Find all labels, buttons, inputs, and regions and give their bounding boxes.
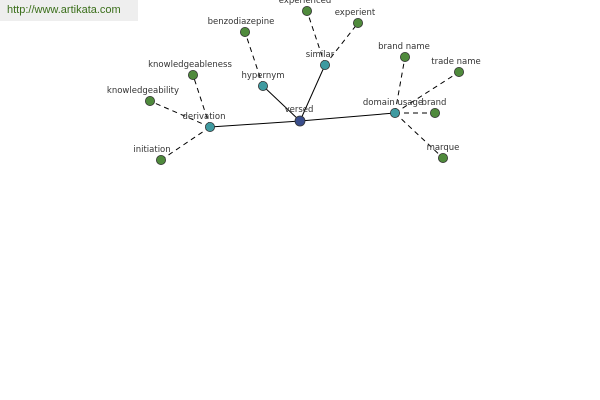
node-experient[interactable]: experient [335, 8, 376, 28]
edge-versed-to-derivation [209, 120, 301, 128]
node-knowledgeability-dot[interactable] [144, 96, 155, 107]
node-marque[interactable]: marque [427, 143, 460, 163]
node-brand-name-dot[interactable] [399, 52, 410, 63]
edge-domain-usage-to-brand-name [394, 56, 406, 114]
node-versed-dot[interactable] [294, 115, 306, 127]
node-experient-dot[interactable] [352, 17, 363, 28]
edge-derivation-to-knowledgeability [149, 100, 211, 128]
node-initiation[interactable]: initiation [133, 145, 171, 165]
node-experient-label: experient [335, 8, 376, 18]
edges-layer [149, 10, 460, 161]
node-initiation-dot[interactable] [155, 154, 166, 165]
nodes-layer: versed hypernym similar derivation domain us… [107, 0, 481, 165]
node-versed-label: versed [285, 105, 314, 115]
node-hypernym[interactable]: hypernym [241, 71, 285, 92]
node-similar-dot[interactable] [319, 60, 330, 71]
node-experienced-dot[interactable] [301, 6, 312, 16]
edge-derivation-to-initiation [160, 126, 211, 161]
edge-versed-to-similar [299, 64, 326, 122]
node-trade-name[interactable]: trade name [431, 57, 481, 78]
node-domain-usage-dot[interactable] [389, 108, 400, 119]
node-knowledgeableness-dot[interactable] [187, 70, 198, 81]
node-marque-dot[interactable] [437, 152, 448, 163]
node-knowledgeableness[interactable]: knowledgeableness [148, 60, 232, 81]
node-derivation[interactable]: derivation [182, 112, 226, 133]
node-benzodiazepine-label: benzodiazepine [208, 17, 275, 27]
edge-similar-to-experienced [306, 10, 326, 66]
edge-derivation-to-knowledgeableness [192, 74, 211, 128]
node-knowledgeableness-label: knowledgeableness [148, 60, 232, 70]
node-brand-label: brand [422, 98, 447, 108]
node-derivation-label: derivation [182, 112, 225, 122]
node-similar[interactable]: similar [306, 50, 335, 71]
node-derivation-dot[interactable] [204, 122, 215, 133]
node-similar-label: similar [306, 50, 335, 60]
node-initiation-label: initiation [133, 145, 170, 155]
node-brand-name[interactable]: brand name [378, 42, 430, 63]
node-knowledgeability-label: knowledgeability [107, 86, 179, 96]
node-brand[interactable]: brand [422, 98, 447, 119]
node-knowledgeability[interactable]: knowledgeability [107, 86, 179, 107]
node-trade-name-dot[interactable] [453, 67, 464, 78]
edge-domain-usage-to-marque [394, 112, 444, 159]
node-benzodiazepine[interactable]: benzodiazepine [208, 17, 275, 37]
node-brand-name-label: brand name [378, 42, 430, 52]
node-hypernym-label: hypernym [241, 71, 284, 81]
edge-versed-to-domain-usage [299, 112, 396, 122]
edge-hypernym-to-benzodiazepine [244, 31, 264, 87]
node-versed[interactable]: versed [285, 105, 314, 127]
node-benzodiazepine-dot[interactable] [239, 26, 250, 37]
node-domain-usage[interactable]: domain usage [363, 98, 423, 119]
node-brand-dot[interactable] [429, 108, 440, 119]
node-domain-usage-label: domain usage [363, 98, 423, 108]
watermark-url: http://www.artikata.com [0, 0, 138, 21]
node-hypernym-dot[interactable] [257, 81, 268, 92]
edge-versed-to-hypernym [262, 85, 301, 122]
node-marque-label: marque [427, 143, 460, 153]
edge-domain-usage-to-trade-name [394, 71, 460, 114]
node-experienced-label: experienced [279, 0, 332, 6]
node-trade-name-label: trade name [431, 57, 480, 67]
node-experienced[interactable]: experienced [279, 0, 332, 16]
